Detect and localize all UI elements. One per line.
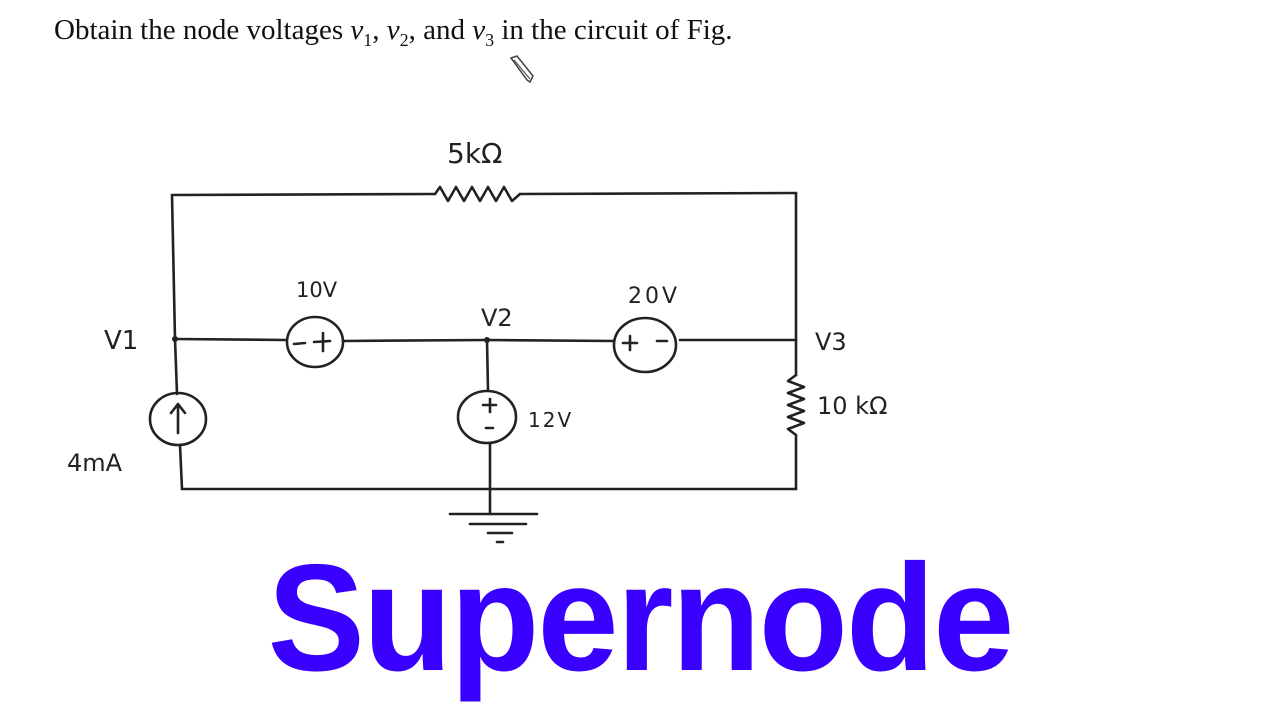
wire-middle-left xyxy=(173,337,288,342)
label-4ma: 4mA xyxy=(67,449,123,477)
video-title: Supernode xyxy=(267,533,1015,703)
resistor-5k xyxy=(433,185,522,203)
wire-middle-center-left xyxy=(341,338,489,343)
resistor-10k xyxy=(786,373,806,437)
var-v1-sub: 1 xyxy=(363,29,373,50)
wire-top-left xyxy=(170,192,437,197)
wire-left-upper xyxy=(170,193,177,341)
var-v3: v xyxy=(472,14,486,46)
var-v3-sub: 3 xyxy=(485,29,495,50)
separator: , xyxy=(372,14,387,46)
label-5k: 5kΩ xyxy=(447,137,502,170)
arrow-up-icon xyxy=(169,402,187,435)
ground-icon xyxy=(448,512,539,544)
voltage-source-20v xyxy=(612,316,678,374)
node-dot-v1 xyxy=(172,336,178,342)
label-v1: V1 xyxy=(104,326,138,356)
wire-middle-center-right xyxy=(485,338,616,343)
problem-text: Obtain the node voltages xyxy=(54,14,351,46)
wire-top-right xyxy=(518,191,798,196)
node-dot-v2 xyxy=(484,337,490,343)
pencil-cursor-icon xyxy=(509,55,534,84)
var-v1: v xyxy=(350,14,364,46)
circuit-diagram: 5kΩ 10V V2 20V V1 V3 12V 10 kΩ 4mA xyxy=(67,137,887,544)
label-10v: 10V xyxy=(296,278,338,302)
problem-text-end: in the circuit of Fig. xyxy=(494,14,733,46)
label-v3: V3 xyxy=(815,328,847,356)
label-20v: 20V xyxy=(628,284,680,309)
label-12v: 12V xyxy=(528,408,573,432)
wire-left-lower xyxy=(178,443,184,491)
plus-sign-10v xyxy=(312,331,332,353)
separator: , and xyxy=(408,14,473,46)
problem-statement: Obtain the node voltages v1, v2, and v3 … xyxy=(54,12,794,58)
label-v2: V2 xyxy=(481,304,513,332)
minus-sign-10v xyxy=(292,341,307,346)
label-10k: 10 kΩ xyxy=(817,392,887,420)
wire-left-to-source xyxy=(173,337,179,396)
var-v2-sub: 2 xyxy=(399,29,409,50)
var-v2: v xyxy=(386,14,400,46)
plus-sign-12v xyxy=(481,397,498,414)
current-source-4ma xyxy=(148,391,208,447)
plus-sign-20v xyxy=(621,334,639,352)
wire-v2-down xyxy=(485,338,490,392)
voltage-source-12v xyxy=(456,389,518,445)
